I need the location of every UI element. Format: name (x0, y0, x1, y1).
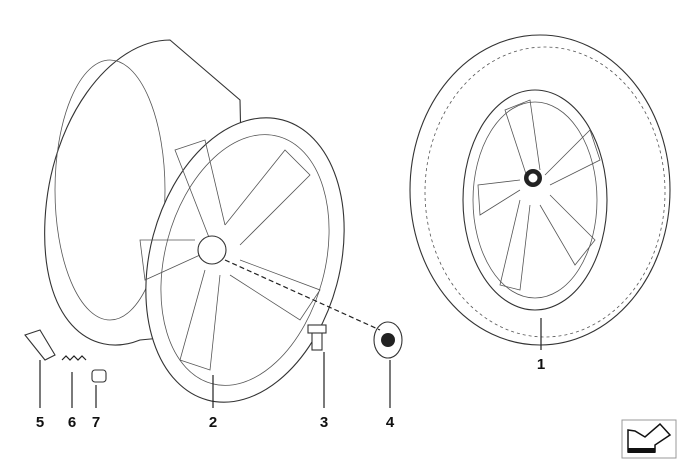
callout-3[interactable]: 3 (319, 414, 329, 431)
callout-7[interactable]: 7 (91, 414, 101, 431)
arrow-down-left-icon[interactable] (621, 419, 677, 459)
callout-4[interactable]: 4 (385, 414, 395, 431)
callout-leaders (39, 318, 542, 408)
callout-5[interactable]: 5 (35, 414, 45, 431)
callout-1[interactable]: 1 (536, 356, 546, 373)
small-parts (24, 259, 403, 383)
callout-2[interactable]: 2 (208, 414, 218, 431)
callout-6[interactable]: 6 (67, 414, 77, 431)
rim-drawing (44, 39, 345, 403)
complete-wheel-drawing (409, 34, 671, 346)
